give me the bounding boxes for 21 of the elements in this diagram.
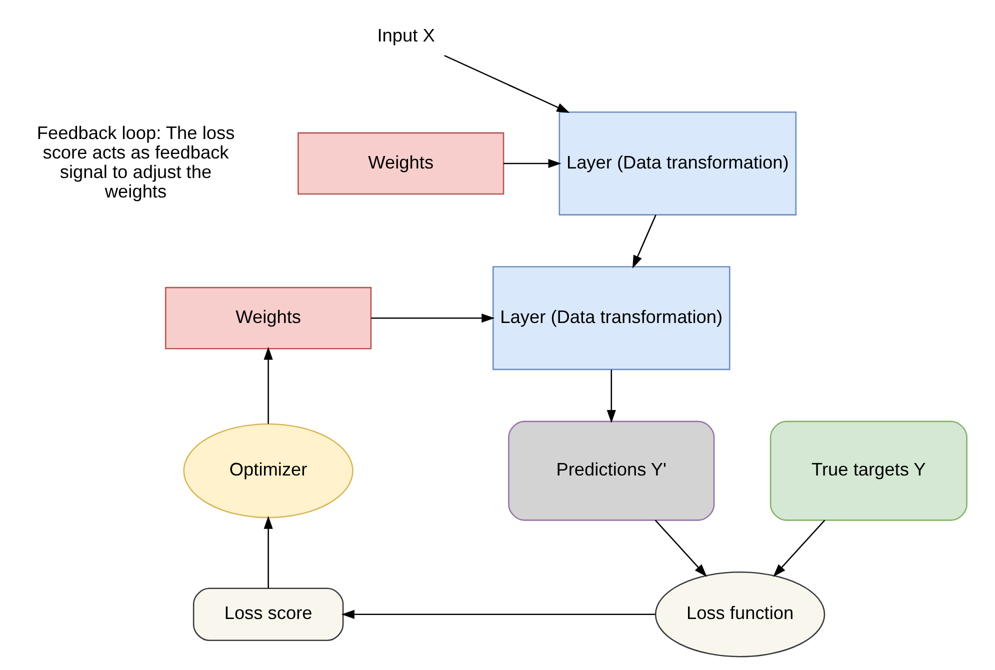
node-box: Weights (297, 132, 504, 195)
node-text: Input X (376, 26, 434, 46)
arrow (503, 158, 561, 168)
arrow (263, 516, 272, 588)
arrow (444, 54, 570, 113)
node-box: Weights (164, 286, 372, 350)
arrow (654, 520, 706, 577)
node-box: True targets Y (769, 420, 967, 521)
node-box: Predictions Y' (508, 420, 714, 521)
arrow (632, 214, 656, 268)
node-ellipse: Optimizer (182, 423, 353, 518)
node-box: Layer (Data transformation) (558, 111, 796, 216)
arrow (263, 346, 272, 424)
node-ellipse: Loss function (654, 572, 825, 658)
arrow (772, 520, 825, 577)
arrow (370, 314, 494, 323)
node-box: Layer (Data transformation) (492, 266, 730, 370)
arrow (606, 370, 616, 423)
node-box: Loss score (192, 588, 344, 642)
label: Feedback loop: The loss score acts as feedback signal to adjust the weights (36, 123, 234, 202)
arrow (340, 610, 655, 619)
